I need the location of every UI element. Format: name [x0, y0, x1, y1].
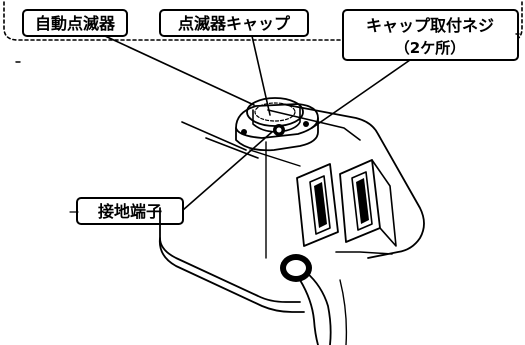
blinker-cap	[235, 97, 319, 152]
leader-ground-terminal	[182, 131, 273, 211]
leader-cap-screw	[311, 59, 411, 129]
auto-blinker-text: 自動点滅器	[35, 14, 116, 33]
terminal-block-right	[339, 159, 397, 247]
label-group-bracket	[3, 1, 523, 41]
ground-terminal	[273, 124, 285, 136]
cable-entry	[280, 254, 312, 282]
label-blinker-cap: 点滅器キャップ	[159, 9, 309, 37]
label-ground-terminal: 接地端子	[76, 197, 184, 225]
cap-screw-text-line1: キャップ取付ネジ	[366, 16, 494, 35]
ground-terminal-text: 接地端子	[98, 202, 162, 221]
cap-screw-left	[241, 129, 247, 135]
leader-blinker-cap	[251, 35, 271, 116]
cap-screw-text-line2: （2ケ所）	[395, 39, 465, 57]
terminal-block-left	[296, 163, 339, 247]
blinker-cap-text: 点滅器キャップ	[178, 14, 291, 33]
label-cap-screw: キャップ取付ネジ （2ケ所）	[342, 9, 519, 61]
leader-auto-blinker	[104, 35, 255, 106]
cap-screw-right	[303, 121, 309, 127]
cable-wires	[299, 271, 348, 345]
leader-lines	[104, 35, 411, 211]
label-auto-blinker: 自動点滅器	[22, 9, 128, 37]
luminaire-housing	[158, 103, 425, 313]
